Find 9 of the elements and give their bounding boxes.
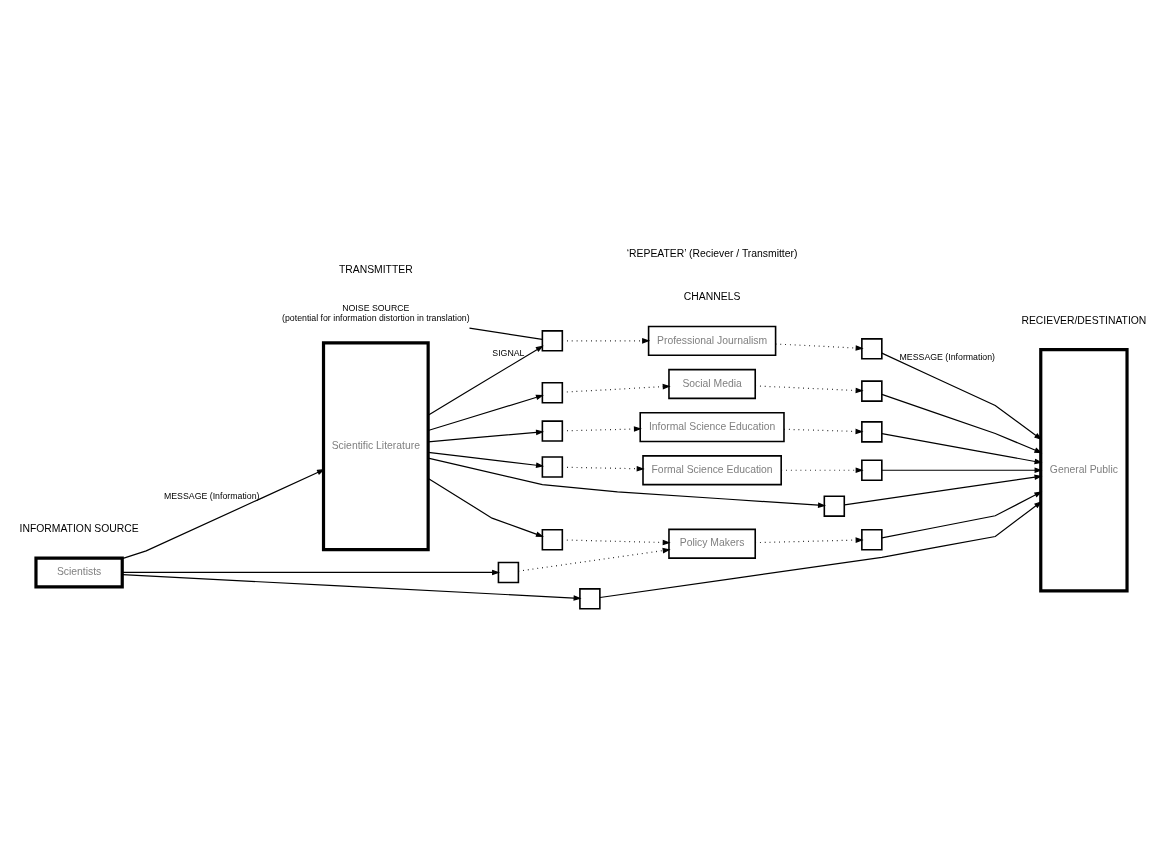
edge-label: SIGNAL (492, 347, 525, 358)
label: TRANSMITTER (338, 264, 413, 276)
node-text: NOISE SOURCE (potential for information distortion in translation) (282, 303, 470, 323)
label: RECIEVER/DESTINATION (1021, 314, 1147, 326)
edge-label: MESSAGE (Information) (899, 351, 996, 362)
edge-label: MESSAGE (Information) (163, 490, 260, 501)
label: CHANNELS (683, 291, 741, 303)
label: INFORMATION SOURCE (19, 523, 139, 535)
label: ‘REPEATER’ (Reciever / Transmitter) (626, 248, 798, 260)
